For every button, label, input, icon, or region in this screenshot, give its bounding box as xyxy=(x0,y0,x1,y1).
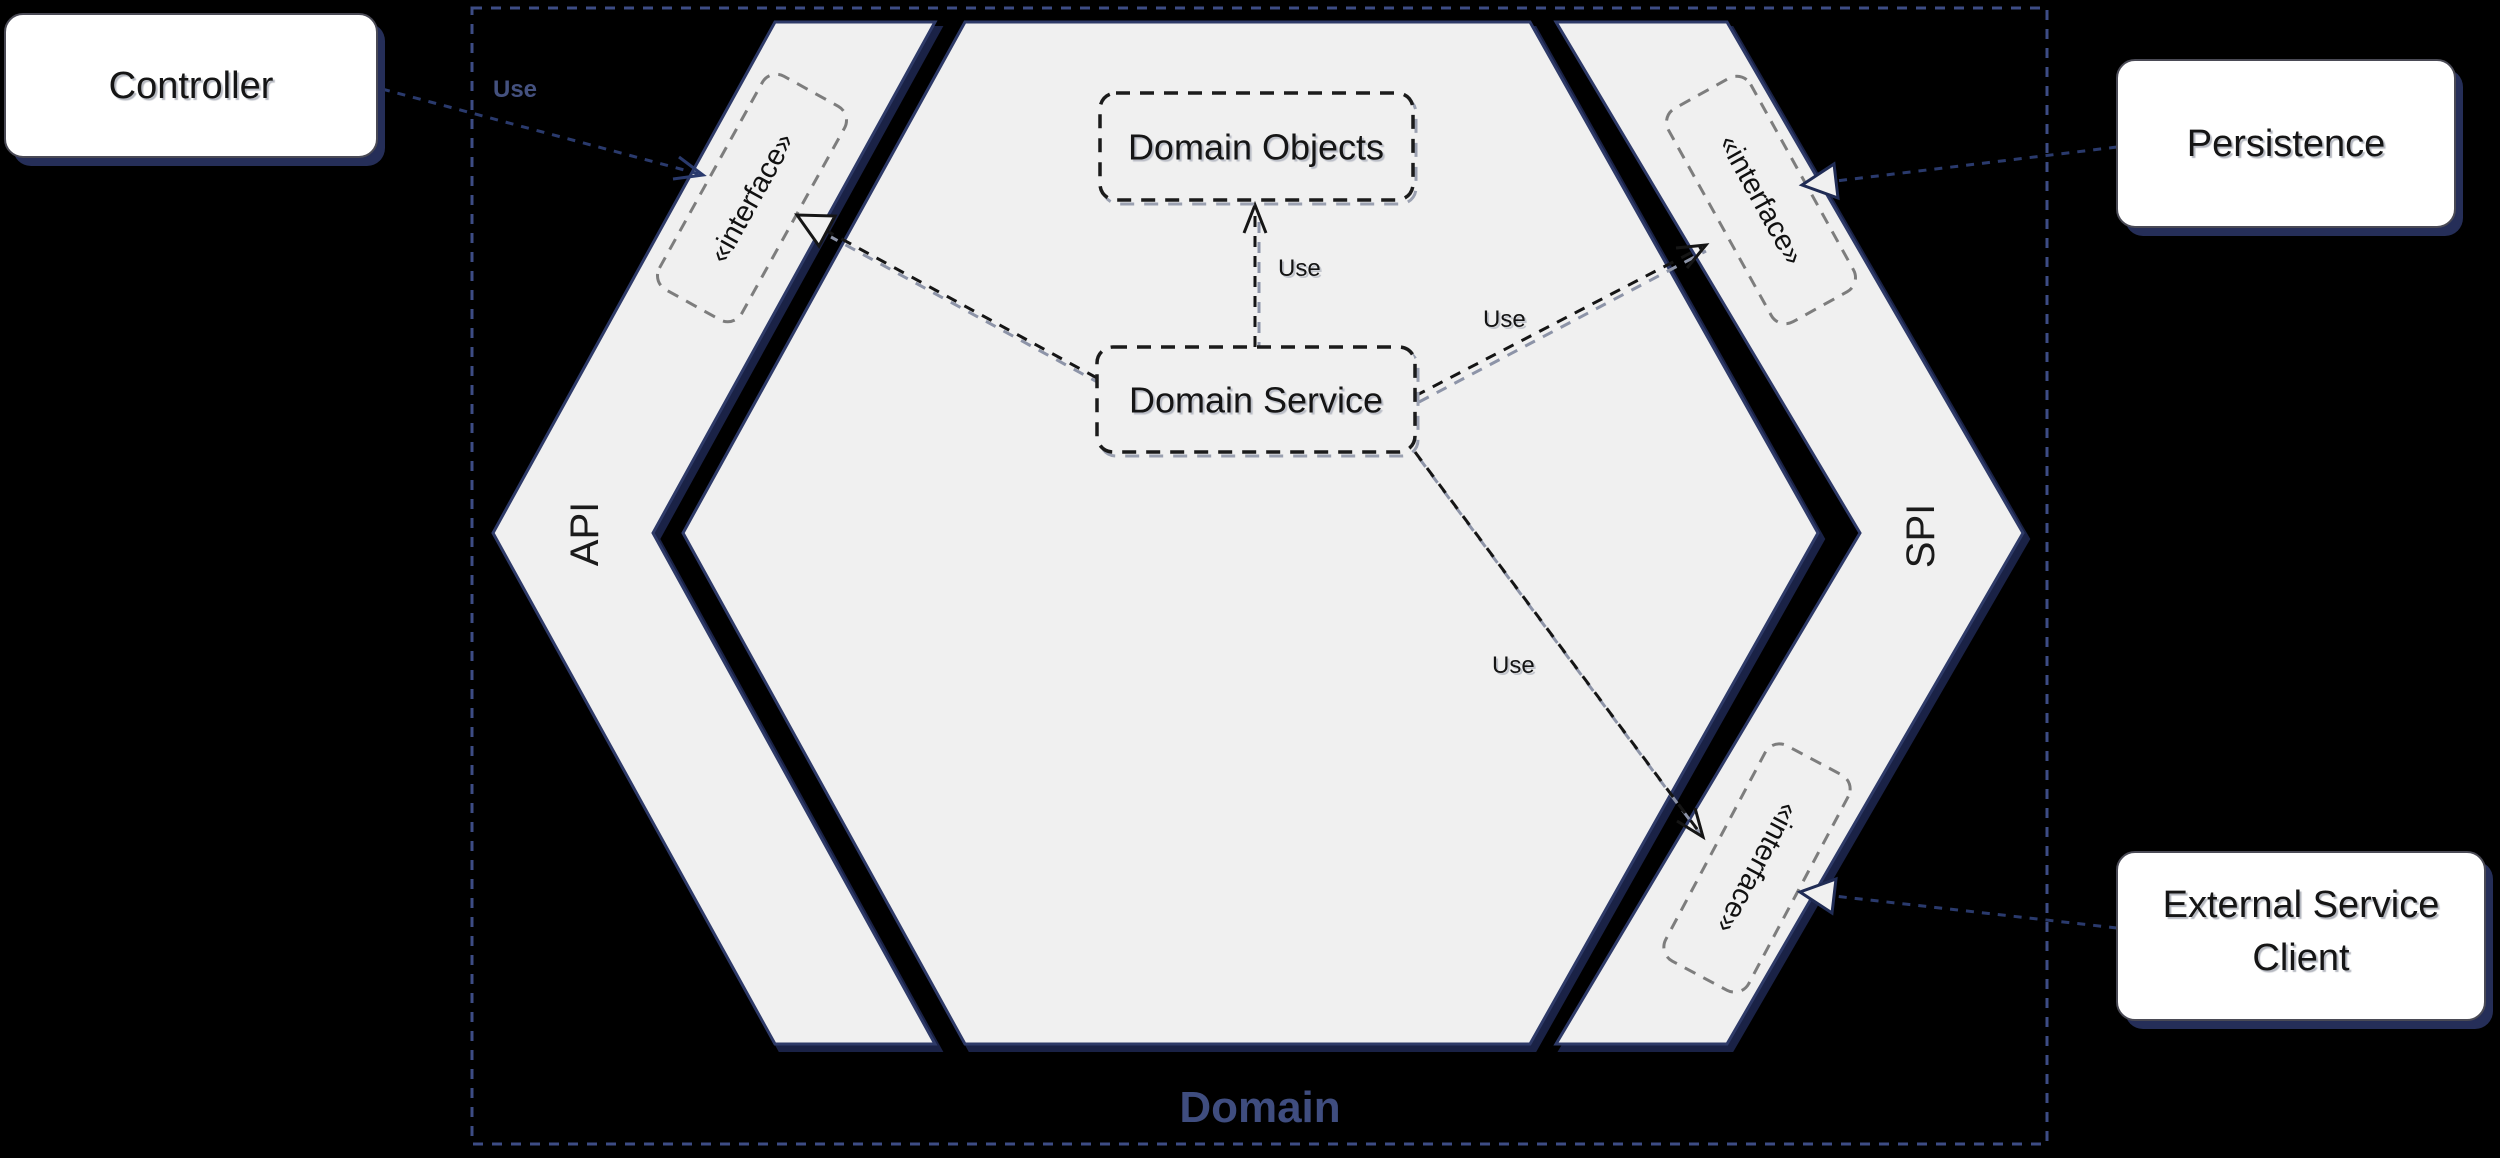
edge-service-api-triangle xyxy=(794,213,838,249)
hexagon-shape xyxy=(681,20,1820,1046)
external-service-client-node: External Service Client xyxy=(2116,851,2493,1029)
controller-node: Controller xyxy=(4,13,385,166)
edge-controller-api xyxy=(381,87,704,177)
edge-service-spibottom-arrowhead xyxy=(1676,807,1706,841)
domain-objects-box xyxy=(1098,91,1415,202)
api-interface-box xyxy=(655,72,849,324)
edge-persistence-spitop-triangle xyxy=(1798,161,1840,201)
domain-boundary xyxy=(470,6,2049,1146)
edge-controller-api-arrowhead xyxy=(672,155,707,181)
domain-service-node: Domain Service xyxy=(1095,345,1420,458)
spi-top-interface-box xyxy=(1664,74,1858,326)
edge-service-objects-arrowhead xyxy=(1242,200,1268,234)
external-service-client-label-line1: External Service xyxy=(2163,884,2440,926)
edge-service-spitop-arrowhead xyxy=(1675,243,1710,269)
api-zone-label: API xyxy=(563,502,607,566)
hexagon-core xyxy=(681,20,1826,1052)
controller-box xyxy=(4,13,378,158)
edge-esclient-spibottom xyxy=(1833,894,2118,930)
domain-boundary-label: Domain xyxy=(1179,1083,1340,1132)
domain-service-box xyxy=(1095,345,1417,454)
persistence-box xyxy=(2116,59,2456,228)
api-zone xyxy=(491,20,944,1052)
use-label-service-objects: Use xyxy=(1278,255,1321,282)
persistence-label: Persistence xyxy=(2187,123,2386,165)
controller-label: Controller xyxy=(109,65,274,107)
spi-zone-label: SPI xyxy=(1899,504,1943,568)
domain-objects-label: Domain Objects xyxy=(1128,127,1384,168)
edges-black xyxy=(794,200,1710,841)
edge-esclient-spibottom-triangle xyxy=(1796,876,1838,916)
domain-service-label: Domain Service xyxy=(1129,380,1383,421)
edges-navy xyxy=(381,87,2118,930)
api-zone-shape xyxy=(491,20,938,1046)
persistence-node: Persistence xyxy=(2116,59,2463,236)
domain-objects-node: Domain Objects xyxy=(1098,91,1418,206)
external-service-client-box xyxy=(2116,851,2486,1021)
spi-zone-shape xyxy=(1553,20,2025,1046)
use-label-controller: Use xyxy=(493,76,537,103)
edge-service-spitop-shadow xyxy=(1418,249,1707,404)
external-service-client-label-line2: Client xyxy=(2252,937,2350,979)
use-label-service-spibottom: Use xyxy=(1492,652,1535,679)
spi-bottom-interface-box xyxy=(1662,742,1852,994)
edge-persistence-spitop xyxy=(1835,145,2118,183)
use-label-service-spitop: Use xyxy=(1483,306,1526,333)
spi-zone xyxy=(1553,20,2031,1052)
edge-service-spitop xyxy=(1414,245,1703,398)
